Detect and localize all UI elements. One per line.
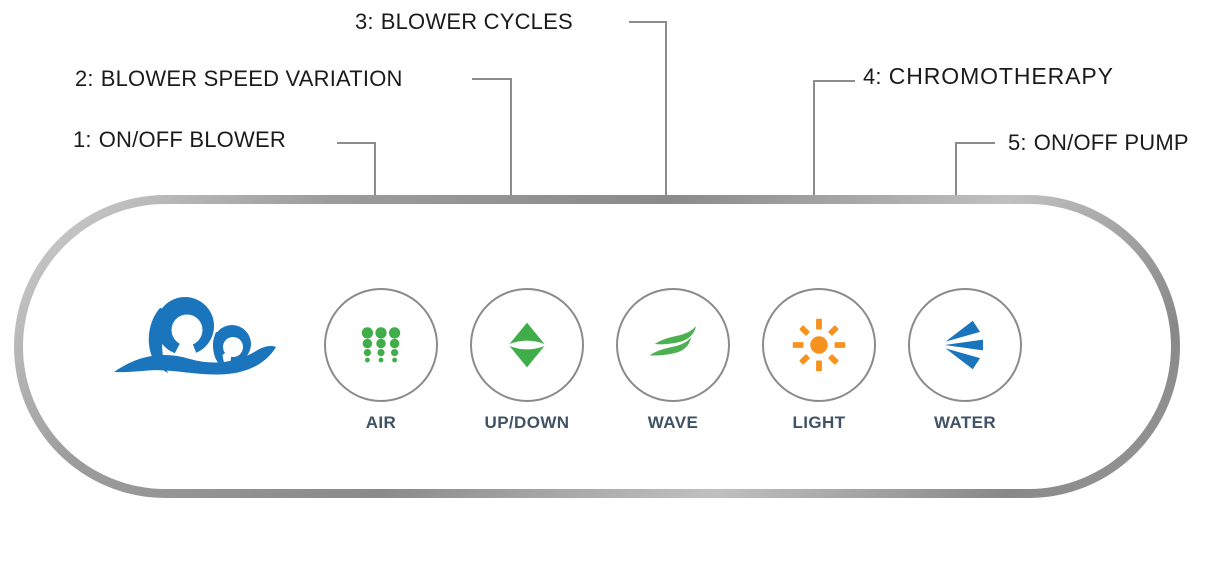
callout-line-4 (813, 80, 855, 197)
wave-button[interactable]: WAVE (615, 288, 731, 433)
callout-chromotherapy: 4:CHROMOTHERAPY (863, 64, 1114, 89)
callout-number: 5: (1008, 130, 1027, 155)
callout-label: ON/OFF BLOWER (98, 127, 286, 152)
callout-line-2 (472, 78, 512, 197)
callout-label: BLOWER SPEED VARIATION (100, 66, 403, 91)
callout-blower-cycles: 3:BLOWER CYCLES (355, 10, 573, 34)
callout-number: 2: (75, 66, 94, 91)
up-down-button[interactable]: UP/DOWN (469, 288, 585, 433)
callout-line-1 (337, 142, 376, 197)
button-label: WAVE (647, 413, 699, 432)
up-down-button-circle[interactable] (470, 288, 584, 402)
air-button-circle[interactable] (324, 288, 438, 402)
callout-onoff-pump: 5:ON/OFF PUMP (1008, 131, 1189, 155)
water-button-circle[interactable] (908, 288, 1022, 402)
light-button-circle[interactable] (762, 288, 876, 402)
callout-label: BLOWER CYCLES (380, 9, 573, 34)
callout-number: 4: (863, 64, 882, 89)
water-jet-icon (931, 311, 999, 379)
air-button[interactable]: AIR (323, 288, 439, 433)
water-button[interactable]: WATER (907, 288, 1023, 433)
callout-label: ON/OFF PUMP (1033, 130, 1189, 155)
air-bubbles-icon (347, 311, 415, 379)
button-label: AIR (365, 413, 397, 432)
callout-line-3 (629, 21, 667, 197)
up-down-icon (493, 311, 561, 379)
sun-icon (785, 311, 853, 379)
callout-onoff-blower: 1:ON/OFF BLOWER (73, 128, 286, 152)
wave-button-circle[interactable] (616, 288, 730, 402)
light-button[interactable]: LIGHT (761, 288, 877, 433)
button-label: WATER (933, 413, 997, 432)
callout-number: 3: (355, 9, 374, 34)
button-label: LIGHT (792, 413, 846, 432)
callout-label: CHROMOTHERAPY (888, 63, 1114, 89)
wave-crest-logo (108, 292, 280, 396)
callout-blower-speed-variation: 2:BLOWER SPEED VARIATION (75, 67, 403, 91)
callout-line-5 (955, 142, 995, 197)
callout-number: 1: (73, 127, 92, 152)
wave-icon (639, 311, 707, 379)
button-label: UP/DOWN (484, 413, 570, 432)
